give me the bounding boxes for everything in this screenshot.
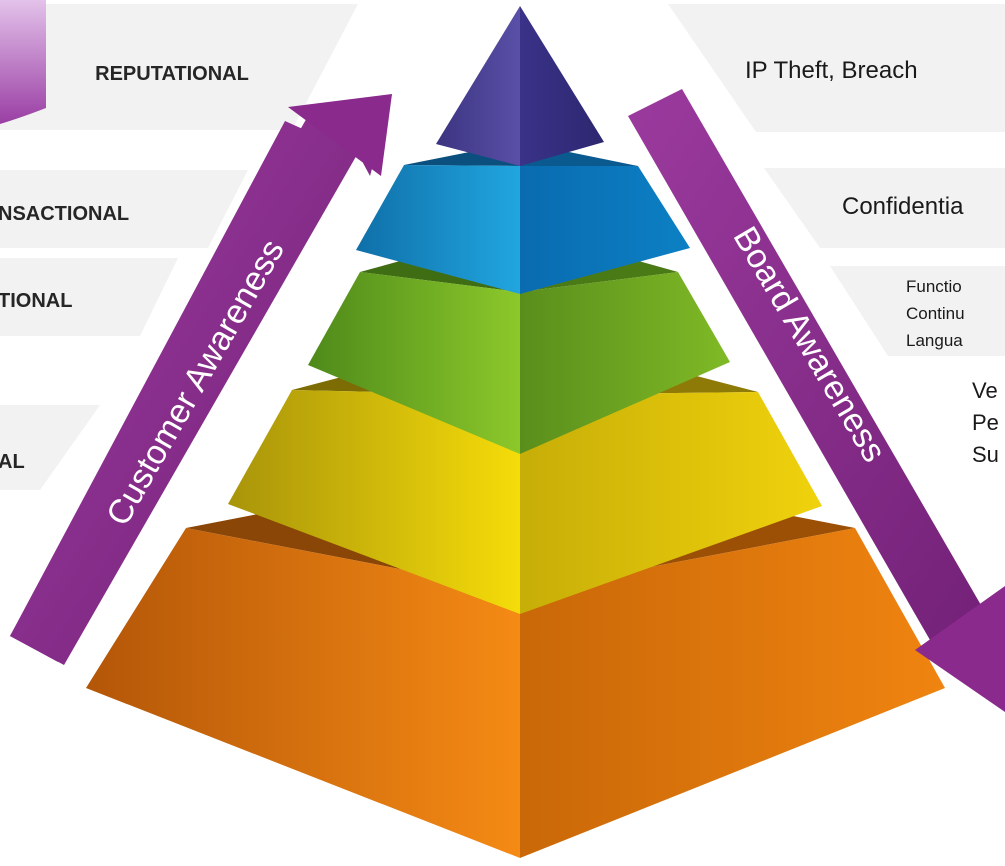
right-panel-1 xyxy=(668,4,1005,132)
right-arrow-body xyxy=(628,89,985,640)
left-panel-3 xyxy=(0,258,178,336)
level-5-face-left xyxy=(86,528,520,858)
level-1-face-right xyxy=(520,6,604,166)
left-label-operational: TIONAL xyxy=(0,290,72,312)
left-arrow-head xyxy=(288,94,392,176)
left-panel-4 xyxy=(0,405,100,490)
right-label-level3-line3: Langua xyxy=(906,331,963,350)
right-label-level4-line1: Ve xyxy=(972,378,998,403)
pyramid-level-1 xyxy=(436,6,604,166)
left-panel-2 xyxy=(0,170,248,248)
right-label-level3-line1: Functio xyxy=(906,277,962,296)
right-label-level4-line2: Pe xyxy=(972,410,999,435)
right-label-ip-theft: IP Theft, Breach xyxy=(745,57,918,84)
left-label-transactional: NSACTIONAL xyxy=(0,203,129,225)
right-panel-2 xyxy=(764,168,1005,248)
right-panels xyxy=(668,4,1005,356)
right-label-level3-line2: Continu xyxy=(906,304,965,323)
right-label-level4-line3: Su xyxy=(972,442,999,467)
level-3-face-right xyxy=(520,272,730,454)
right-panel-3 xyxy=(830,266,1005,356)
left-arrow-body xyxy=(10,116,362,665)
level-4-face-right xyxy=(520,392,822,614)
top-tab-decoration xyxy=(0,0,46,124)
level-5-face-right xyxy=(520,528,945,858)
level-2-face-left xyxy=(356,165,520,294)
right-arrow-head xyxy=(915,586,1005,712)
level-1-face-left xyxy=(436,6,520,166)
left-panel-1 xyxy=(0,4,358,130)
left-label-fourth: AL xyxy=(0,451,25,473)
level-2-face-right xyxy=(520,166,690,294)
right-label-confidentiality: Confidentia xyxy=(842,193,964,220)
left-panels xyxy=(0,0,358,490)
level-3-face-left xyxy=(308,272,520,454)
left-label-reputational: REPUTATIONAL xyxy=(95,63,249,85)
level-4-face-left xyxy=(228,390,520,614)
